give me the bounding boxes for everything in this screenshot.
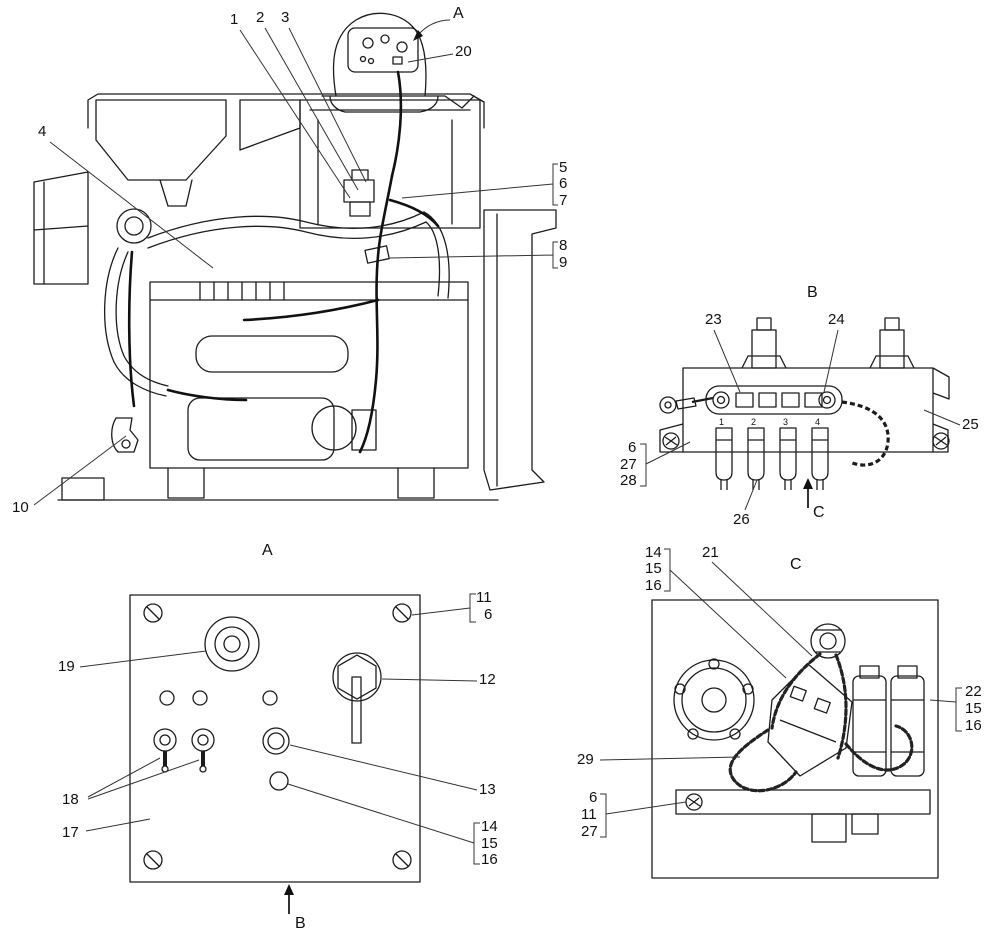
engine-front-view xyxy=(33,12,557,501)
callout-8: 8 xyxy=(559,237,568,254)
callout-leader-lines xyxy=(33,19,962,914)
detail-marker-a: A xyxy=(453,5,464,22)
callout-3: 3 xyxy=(281,9,290,26)
detail-view-c xyxy=(651,599,939,879)
callout-6-view-b: 6 xyxy=(628,439,637,456)
callout-11: 11 xyxy=(476,589,492,606)
callout-10: 10 xyxy=(12,499,29,516)
callout-9: 9 xyxy=(559,254,568,271)
callout-4: 4 xyxy=(38,123,47,140)
terminal-number-3: 3 xyxy=(783,417,789,427)
callout-15-view-c: 15 xyxy=(645,560,662,577)
callout-16: 16 xyxy=(481,851,498,868)
callout-1: 1 xyxy=(230,11,239,28)
callout-24: 24 xyxy=(828,311,845,328)
callout-23: 23 xyxy=(705,311,722,328)
callout-5: 5 xyxy=(559,159,568,176)
arrowheads xyxy=(284,30,813,895)
callout-22: 22 xyxy=(965,683,982,700)
callout-20: 20 xyxy=(455,43,472,60)
section-b-title: B xyxy=(807,284,818,301)
callout-27-view-c: 27 xyxy=(581,823,598,840)
terminal-number-1: 1 xyxy=(719,417,725,427)
section-c-title: C xyxy=(790,556,802,573)
callout-11-view-c: 11 xyxy=(581,806,597,823)
callout-16-view-c: 16 xyxy=(645,577,662,594)
callout-7: 7 xyxy=(559,192,568,209)
callout-15: 15 xyxy=(481,835,498,852)
callout-12: 12 xyxy=(479,671,496,688)
section-a-title: A xyxy=(262,542,273,559)
callout-17: 17 xyxy=(62,824,79,841)
detail-view-b xyxy=(659,317,950,490)
callout-15-view-c-2: 15 xyxy=(965,700,982,717)
callout-27: 27 xyxy=(620,456,637,473)
callout-6: 6 xyxy=(559,175,568,192)
callout-16-view-c-2: 16 xyxy=(965,717,982,734)
braided-wires-c xyxy=(728,652,914,793)
terminal-number-4: 4 xyxy=(815,417,821,427)
callout-14: 14 xyxy=(481,818,498,835)
callout-28: 28 xyxy=(620,472,637,489)
callout-14-view-c: 14 xyxy=(645,544,662,561)
callout-13: 13 xyxy=(479,781,496,798)
callout-2: 2 xyxy=(256,9,265,26)
callout-19: 19 xyxy=(58,658,75,675)
callout-21: 21 xyxy=(702,544,719,561)
terminal-number-2: 2 xyxy=(751,417,757,427)
callout-26: 26 xyxy=(733,511,750,528)
arrow-label-c: C xyxy=(813,504,825,521)
callout-29: 29 xyxy=(577,751,594,768)
arrow-label-b: B xyxy=(295,915,306,932)
callout-18: 18 xyxy=(62,791,79,808)
callout-25: 25 xyxy=(962,416,979,433)
control-panel-pod xyxy=(321,12,475,113)
panel-detail-a xyxy=(129,594,421,883)
wiring-harness xyxy=(127,70,440,454)
callout-6-panel-a: 6 xyxy=(484,606,493,623)
callout-6-view-c: 6 xyxy=(589,789,598,806)
